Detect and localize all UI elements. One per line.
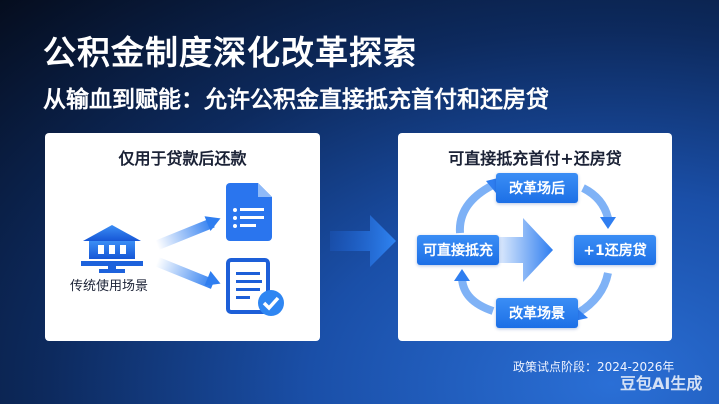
cycle-step-left: 可直接抵充 bbox=[417, 235, 499, 265]
pilot-period-note: 政策试点阶段：2024-2026年 bbox=[513, 360, 675, 374]
arrow-to-document bbox=[155, 218, 215, 250]
watermark: 豆包AI生成 bbox=[620, 374, 703, 393]
bank-icon bbox=[81, 225, 143, 273]
page-title: 公积金制度深化改革探索 bbox=[43, 33, 417, 72]
cycle-step-top: 改革场后 bbox=[496, 173, 578, 203]
reform-usage-card: 可直接抵充首付+还房贷 改革场后 可直接抵充 +1还房贷 改革场景 bbox=[398, 133, 672, 341]
traditional-usage-card: 仅用于贷款后还款 传统使用场景 bbox=[45, 133, 320, 341]
arrow-head-icon bbox=[204, 270, 224, 292]
approved-document-icon bbox=[226, 258, 284, 316]
page-subtitle: 从输血到赋能：允许公积金直接抵充首付和还房贷 bbox=[43, 87, 549, 113]
card-heading: 可直接抵充首付+还房贷 bbox=[448, 149, 622, 168]
document-icon bbox=[226, 183, 272, 241]
bank-label: 传统使用场景 bbox=[70, 279, 149, 294]
card-heading: 仅用于贷款后还款 bbox=[118, 149, 247, 168]
transition-arrow-icon bbox=[330, 215, 396, 267]
cycle-step-bottom: 改革场景 bbox=[496, 298, 578, 328]
cycle-step-right: +1还房贷 bbox=[574, 235, 656, 265]
